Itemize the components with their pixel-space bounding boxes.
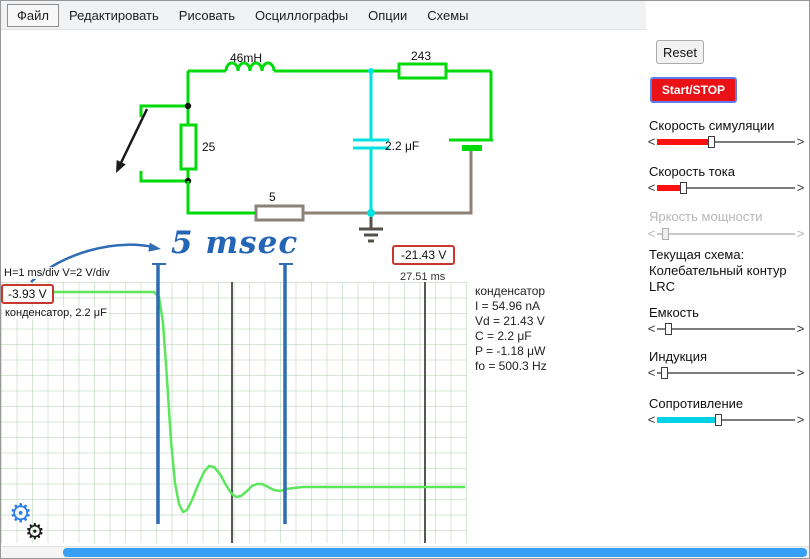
wire-return[interactable]: [303, 151, 473, 215]
slider-current-speed[interactable]: < >: [646, 181, 806, 195]
slider-left-arrow: <: [647, 226, 656, 241]
slider-left-arrow[interactable]: <: [647, 412, 656, 427]
slider-left-arrow[interactable]: <: [647, 134, 656, 149]
slider-left-arrow[interactable]: <: [647, 365, 656, 380]
slider-capacitance[interactable]: < >: [646, 322, 806, 336]
readout-voltage: Vd = 21.43 V: [475, 314, 545, 328]
start-stop-button[interactable]: Start/STOP: [650, 77, 737, 103]
top-resistor-value-label: 243: [411, 49, 432, 63]
slider-power-brightness: < >: [646, 227, 806, 241]
component-readout: конденсатор I = 54.96 nA Vd = 21.43 V C …: [475, 284, 547, 374]
inductor-value-label: 46mH: [230, 51, 263, 65]
scrollbar-thumb[interactable]: [63, 548, 807, 557]
scope-channel-label: конденсатор, 2.2 μF: [3, 307, 109, 319]
battery[interactable]: [449, 138, 493, 151]
slider-track[interactable]: [657, 413, 795, 427]
slider-right-arrow[interactable]: >: [796, 412, 805, 427]
slider-track[interactable]: [657, 322, 795, 336]
slider-right-arrow[interactable]: >: [796, 321, 805, 336]
slider-sim-speed[interactable]: < >: [646, 135, 806, 149]
slider-label-inductance: Индукция: [649, 349, 708, 364]
slider-handle[interactable]: [660, 367, 668, 379]
slider-label-power-brightness: Яркость мощности: [649, 209, 763, 224]
slider-label-resistance: Сопротивление: [649, 396, 744, 411]
ground[interactable]: [359, 217, 383, 243]
readout-frequency: fo = 500.3 Hz: [475, 359, 547, 373]
resistor-25[interactable]: [179, 71, 198, 181]
readout-power: P = -1.18 μW: [475, 344, 546, 358]
menu-options[interactable]: Опции: [368, 7, 408, 23]
slider-track[interactable]: [657, 366, 795, 380]
horizontal-scrollbar[interactable]: [1, 546, 809, 558]
menu-scopes[interactable]: Осциллографы: [255, 7, 349, 23]
time-readout: 27.51 ms: [400, 271, 446, 283]
menu-circuits[interactable]: Схемы: [427, 7, 469, 23]
current-circuit-name: Колебательный контур: [649, 263, 787, 278]
voltage-badge: -21.43 V: [392, 245, 456, 265]
slider-label-sim-speed: Скорость симуляции: [649, 118, 775, 133]
readout-capacitance: C = 2.2 μF: [475, 329, 532, 343]
slider-right-arrow[interactable]: >: [796, 365, 805, 380]
slider-label-capacitance: Емкость: [649, 305, 699, 320]
slider-left-arrow[interactable]: <: [647, 180, 656, 195]
slider-right-arrow[interactable]: >: [796, 180, 805, 195]
annotation-text: 5 msec: [171, 225, 299, 261]
switch[interactable]: [116, 104, 188, 183]
current-circuit-label: Текущая схема:: [649, 247, 745, 262]
wire-bottom-left[interactable]: [186, 181, 256, 215]
slider-track: [657, 227, 795, 241]
bottom-resistor-value-label: 5: [269, 190, 276, 204]
settings-gear-icon-secondary[interactable]: ⚙: [25, 520, 45, 545]
slider-resistance[interactable]: < >: [646, 413, 806, 427]
slider-inductance[interactable]: < >: [646, 366, 806, 380]
readout-title: конденсатор: [475, 284, 546, 298]
junction-dot: [184, 177, 192, 185]
oscilloscope-area[interactable]: [1, 282, 467, 543]
junction-dot: [184, 102, 192, 110]
slider-left-arrow[interactable]: <: [647, 321, 656, 336]
menu-edit[interactable]: Редактировать: [68, 7, 159, 23]
resistor-243[interactable]: [397, 62, 448, 80]
scope-scale-label: H=1 ms/div V=2 V/div: [2, 267, 112, 279]
capacitor[interactable]: [353, 68, 389, 217]
slider-track[interactable]: [657, 181, 795, 195]
slider-handle[interactable]: [714, 414, 722, 426]
menu-bar: Файл Редактировать Рисовать Осциллографы…: [1, 1, 646, 30]
readout-current: I = 54.96 nA: [475, 299, 541, 313]
capacitor-value-label: 2.2 μF: [385, 139, 420, 153]
slider-right-arrow: >: [796, 226, 805, 241]
scope-voltage-badge: -3.93 V: [1, 284, 54, 304]
left-resistor-value-label: 25: [202, 140, 216, 154]
current-circuit-name-2: LRC: [649, 279, 676, 294]
slider-track[interactable]: [657, 135, 795, 149]
slider-handle[interactable]: [680, 182, 688, 194]
settings-gear-icon[interactable]: ⚙: [9, 499, 33, 529]
slider-right-arrow[interactable]: >: [796, 134, 805, 149]
slider-handle[interactable]: [665, 323, 673, 335]
slider-label-current-speed: Скорость тока: [649, 164, 735, 179]
slider-handle: [662, 228, 670, 240]
menu-draw[interactable]: Рисовать: [178, 7, 236, 23]
menu-file[interactable]: Файл: [7, 3, 59, 27]
resistor-5[interactable]: [254, 204, 305, 222]
slider-handle[interactable]: [707, 136, 715, 148]
reset-button[interactable]: Reset: [656, 40, 704, 64]
